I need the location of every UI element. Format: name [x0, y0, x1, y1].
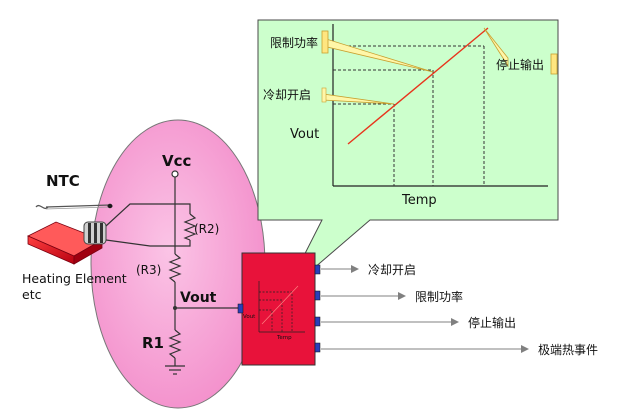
callout-stop-output-text: 停止输出 — [496, 57, 544, 72]
heating-element-label-line2: etc — [22, 287, 42, 302]
r1-label: R1 — [142, 334, 164, 352]
input-port — [237, 303, 244, 314]
vcc-terminal — [171, 170, 179, 178]
ntc-probe-icon — [35, 203, 113, 210]
sensor-icon — [83, 221, 107, 245]
ground-icon — [165, 365, 185, 375]
vout-label: Vout — [180, 290, 217, 306]
chart-x-axis-label: Temp — [401, 193, 437, 208]
output-arrows — [321, 265, 529, 353]
callout-stop-box — [550, 53, 558, 75]
ntc-label: NTC — [46, 172, 80, 190]
callout-cooling-box — [321, 87, 327, 103]
callout-power-limit-box — [321, 30, 329, 54]
output-label-cooling-on: 冷却开启 — [368, 263, 416, 277]
r2-label: (R2) — [194, 222, 219, 236]
vcc-label: Vcc — [162, 152, 191, 170]
heating-element-label-line1: Heating Element — [22, 271, 127, 286]
callout-cooling-on-text: 冷却开启 — [263, 88, 311, 102]
output-ports — [314, 264, 321, 353]
output-label-extreme-heat: 极端热事件 — [538, 343, 598, 357]
controller-block — [241, 252, 316, 366]
chart-y-axis-label: Vout — [290, 127, 319, 142]
mini-chart — [258, 281, 305, 333]
callout-power-limit-text: 限制功率 — [270, 35, 318, 50]
heating-element-icon — [27, 221, 103, 265]
chart-response-line — [347, 27, 489, 145]
mini-chart-vout: Vout — [243, 314, 256, 320]
output-label-power-limit: 限制功率 — [415, 289, 463, 304]
vout-junction — [173, 306, 177, 310]
r3-label: (R3) — [136, 263, 161, 277]
mini-chart-temp: Temp — [276, 335, 292, 341]
chart-axes — [332, 24, 548, 187]
output-label-stop-output: 停止输出 — [468, 315, 516, 330]
chart-guides — [333, 45, 485, 186]
